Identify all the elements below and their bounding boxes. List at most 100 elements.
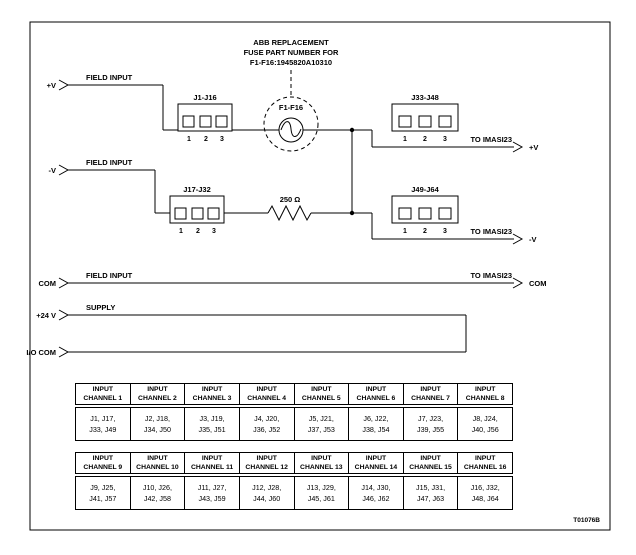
cell-line: J14, J30,	[361, 483, 391, 493]
plus-v-label: +V	[47, 81, 56, 90]
input-arrow	[58, 346, 70, 358]
header-line: CHANNEL 7	[411, 395, 450, 403]
cell-line: J3, J19,	[199, 414, 225, 424]
input-arrow	[58, 79, 70, 91]
com-label: COM	[39, 279, 57, 288]
channel-jumpers-cell: J8, J24,J40, J56	[457, 407, 513, 442]
channel-jumpers-cell: J11, J27,J43, J59	[184, 476, 240, 511]
connector-j17-j32: J17-J32 1 2 3	[169, 185, 225, 235]
channel-jumpers-cell: J5, J21,J37, J53	[293, 407, 350, 442]
channel-jumpers-cell: J9, J25,J41, J57	[75, 476, 131, 511]
header-line: INPUT	[365, 455, 387, 462]
cell-line: J1, J17,	[90, 414, 116, 424]
header-line: INPUT	[365, 386, 387, 393]
cell-line: J5, J21,	[308, 414, 334, 424]
field-input-label: FIELD INPUT	[86, 158, 133, 167]
to-imasi23-label: TO IMASI23	[470, 135, 512, 144]
cell-line: J2, J18,	[144, 414, 171, 424]
header-line: CHANNEL 15	[409, 464, 452, 472]
fuse-element	[280, 121, 302, 137]
fuse-boundary-dashed	[263, 96, 319, 152]
cell-line: J7, J23,	[417, 414, 444, 424]
cell-line: J47, J63	[416, 494, 445, 504]
cell-line: J46, J62	[362, 494, 390, 504]
cell-line: J16, J32,	[470, 483, 500, 493]
cell-line: J4, J20,	[254, 414, 280, 424]
header-line: CHANNEL 1	[83, 395, 123, 403]
channel-jumpers-cell: J1, J17,J33, J49	[75, 407, 131, 442]
header-line: INPUT	[201, 386, 223, 393]
channel-header: INPUT CHANNEL 13	[293, 451, 350, 475]
channel-jumpers-cell: J3, J19,J35, J51	[184, 407, 240, 442]
input-arrow	[58, 277, 70, 289]
cell-line: J33, J49	[89, 425, 117, 435]
cell-line: J43, J59	[198, 494, 226, 504]
table-body-row: J1, J17,J33, J49 J2, J18,J34, J50 J3, J1…	[75, 407, 513, 442]
pin-number: 3	[443, 228, 447, 235]
fuse-note-line3: F1-F16:1945820A10310	[250, 58, 332, 67]
io-com-label: I/O COM	[26, 348, 56, 357]
channel-jumpers-cell: J6, J22,J38, J54	[348, 407, 404, 442]
cell-line: J35, J51	[198, 425, 226, 435]
connector-pin	[418, 207, 432, 220]
header-line: INPUT	[420, 386, 441, 393]
header-line: INPUT	[420, 455, 441, 462]
connector-pin	[398, 115, 412, 128]
cell-line: J41, J57	[89, 494, 117, 504]
cell-line: J11, J27,	[197, 483, 227, 493]
header-line: CHANNEL 6	[356, 395, 396, 403]
cell-line: J44, J60	[253, 494, 281, 504]
cell-line: J37, J53	[307, 425, 335, 435]
header-line: INPUT	[311, 455, 332, 462]
resistor-symbol	[267, 204, 312, 222]
connector-label: J49-J64	[411, 185, 439, 194]
header-line: CHANNEL 13	[300, 464, 343, 472]
header-line: INPUT	[147, 455, 168, 462]
channel-header: INPUT CHANNEL 7	[402, 382, 459, 406]
header-line: INPUT	[474, 455, 496, 462]
header-line: CHANNEL 10	[136, 464, 179, 472]
connector-pin	[438, 207, 452, 220]
pin-number: 1	[179, 228, 183, 235]
header-line: INPUT	[147, 386, 168, 393]
pin-number: 2	[204, 136, 208, 143]
connector-label: J1-J16	[193, 93, 216, 102]
header-line: CHANNEL 11	[190, 464, 234, 472]
connector-label: J17-J32	[183, 185, 211, 194]
pin-number: 3	[212, 228, 216, 235]
channel-jumpers-cell: J4, J20,J36, J52	[238, 407, 295, 442]
connector-pin	[438, 115, 452, 128]
connector-label: J33-J48	[411, 93, 439, 102]
header-line: INPUT	[92, 455, 114, 462]
pin-number: 3	[220, 136, 224, 143]
cell-line: J48, J64	[471, 494, 499, 504]
out-minus-v-label: -V	[529, 235, 537, 244]
header-line: CHANNEL 14	[354, 464, 398, 472]
output-arrow	[512, 277, 524, 289]
cell-line: J10, J26,	[142, 483, 173, 493]
cell-line: J9, J25,	[90, 483, 116, 493]
pin-number: 2	[423, 136, 427, 143]
connector-j49-j64: J49-J64 1 2 3	[391, 185, 459, 235]
pin-number: 1	[403, 228, 407, 235]
header-line: INPUT	[92, 386, 114, 393]
header-line: CHANNEL 8	[465, 395, 505, 403]
cell-line: J34, J50	[143, 425, 172, 435]
cell-line: J6, J22,	[363, 414, 389, 424]
out-com-label: COM	[529, 279, 547, 288]
connector-pin	[418, 115, 432, 128]
connector-pin	[398, 207, 412, 220]
cell-line: J45, J61	[307, 494, 335, 504]
cell-line: J36, J52	[253, 425, 281, 435]
to-imasi23-label: TO IMASI23	[470, 271, 512, 280]
fuse-note-line1: ABB REPLACEMENT	[253, 38, 329, 47]
connector-j33-j48: J33-J48 1 2 3	[391, 93, 459, 143]
